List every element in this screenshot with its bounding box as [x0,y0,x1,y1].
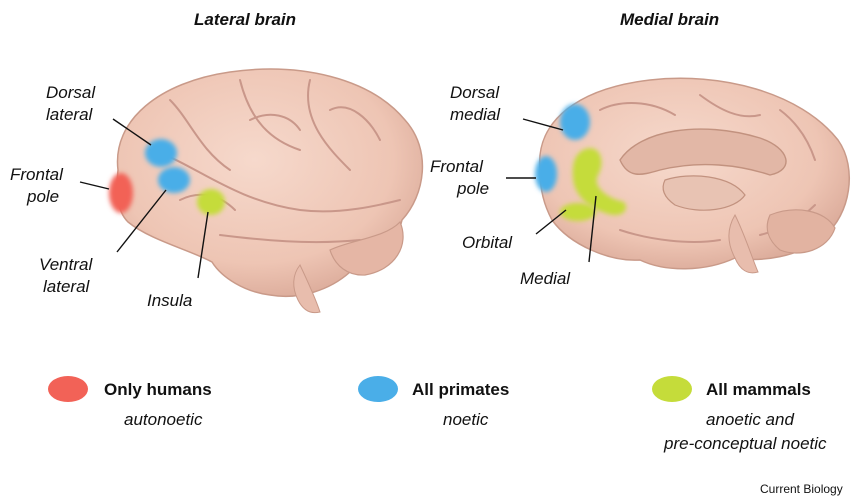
label-orbital: Orbital [462,232,512,254]
legend-title-primates: All primates [412,380,509,400]
lateral-ventral-lateral-region [158,167,190,193]
label-dorsal-medial: Dorsal medial [450,82,500,126]
lateral-frontal-pole-region [109,173,133,213]
lateral-insula-region [197,189,225,215]
medial-brain [506,78,849,273]
legend-title-mammals: All mammals [706,380,811,400]
legend-title-humans: Only humans [104,380,212,400]
label-dorsal-lateral: Dorsal lateral [46,82,95,126]
label-frontal-pole-lateral: Frontal pole [10,164,63,208]
medial-orbital-region [560,203,596,221]
legend-swatch-primates [358,376,398,402]
lateral-dorsal-lateral-region [145,139,177,167]
credit-text: Current Biology [760,482,843,496]
medial-frontal-pole-region [535,156,557,192]
label-frontal-pole-medial: Frontal pole [430,156,489,200]
label-insula: Insula [147,290,192,312]
legend-swatch-mammals [652,376,692,402]
label-ventral-lateral: Ventral lateral [39,254,92,298]
medial-dorsal-medial-region [560,104,590,140]
legend-swatch-humans [48,376,88,402]
lateral-brain [80,69,422,313]
legend-subtitle-mammals-line2: pre-conceptual noetic [664,432,827,456]
legend-subtitle-humans: autonoetic [124,408,202,432]
label-medial: Medial [520,268,570,290]
legend-subtitle-primates: noetic [443,408,488,432]
legend-subtitle-mammals-line1: anoetic and [706,408,794,432]
